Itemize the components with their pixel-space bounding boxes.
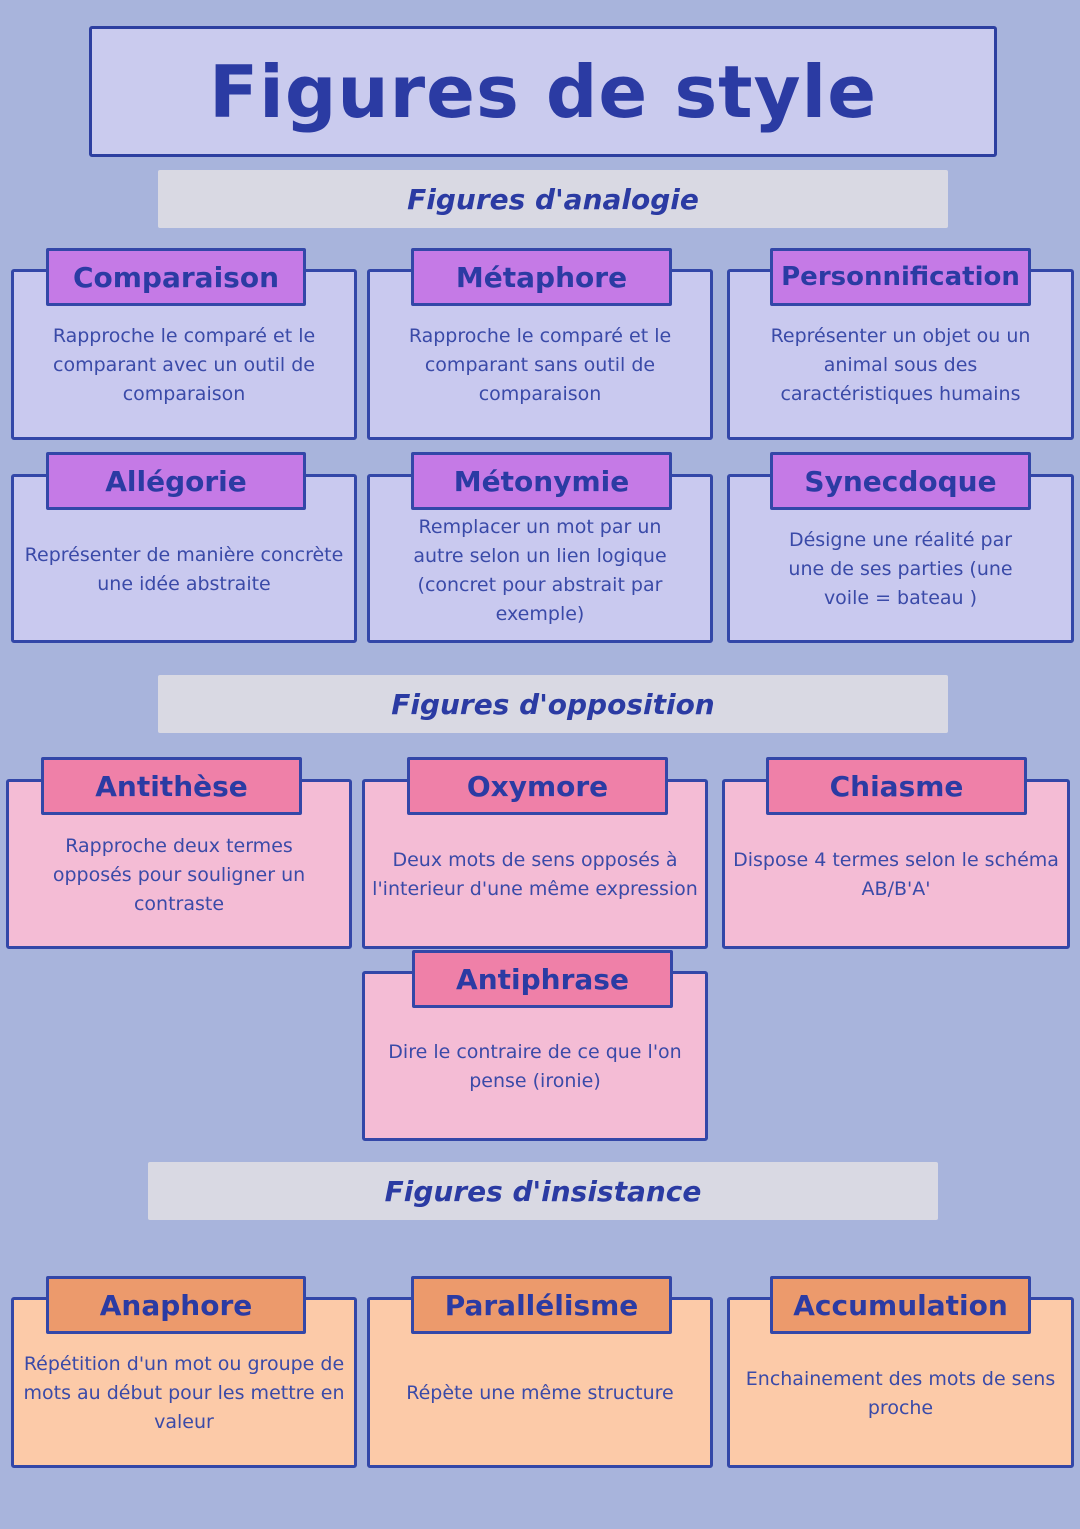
card-description: Enchainement des mots de sens proche	[745, 1367, 1056, 1419]
section-heading-insistance: Figures d'insistance	[148, 1162, 938, 1220]
section-heading-opposition: Figures d'opposition	[158, 675, 948, 733]
card-label-antithese: Antithèse	[41, 757, 302, 815]
card-description: Répète une même structure	[406, 1382, 674, 1404]
card-description: Dire le contraire de ce que l'on pense (…	[388, 1041, 682, 1092]
card-description: Deux mots de sens opposés à l'interieur …	[372, 849, 698, 900]
card-description: Désigne une réalité par une de ses parti…	[788, 529, 1013, 609]
card-label-chiasme: Chiasme	[766, 757, 1027, 815]
card-description: Rapproche le comparé et le comparant san…	[408, 325, 672, 405]
card-description: Représenter de manière concrète une idée…	[24, 543, 344, 595]
card-label-personnification: Personnification	[770, 248, 1031, 306]
section-heading-analogy: Figures d'analogie	[158, 170, 948, 228]
card-label-comparaison: Comparaison	[46, 248, 306, 306]
card-description: Rapproche deux termes opposés pour souli…	[52, 834, 306, 915]
card-label-synecdoque: Synecdoque	[770, 452, 1031, 510]
card-description: Représenter un objet ou un animal sous d…	[770, 325, 1031, 405]
card-label-metonymie: Métonymie	[411, 452, 672, 510]
card-label-antiphrase: Antiphrase	[412, 950, 673, 1008]
page-title: Figures de style	[208, 49, 878, 134]
card-description: Répétition d'un mot ou groupe de mots au…	[23, 1353, 345, 1433]
card-description: Remplacer un mot par un autre selon un l…	[413, 515, 667, 625]
card-label-accumulation: Accumulation	[770, 1276, 1031, 1334]
card-description: Dispose 4 termes selon le schéma AB/B'A'	[733, 849, 1059, 900]
title-box: Figures de style	[89, 26, 997, 157]
card-description: Rapproche le comparé et le comparant ave…	[52, 325, 316, 405]
card-label-anaphore: Anaphore	[46, 1276, 306, 1334]
card-label-parallelisme: Parallélisme	[411, 1276, 672, 1334]
card-label-oxymore: Oxymore	[407, 757, 668, 815]
card-label-metaphore: Métaphore	[411, 248, 672, 306]
card-label-allegorie: Allégorie	[46, 452, 306, 510]
